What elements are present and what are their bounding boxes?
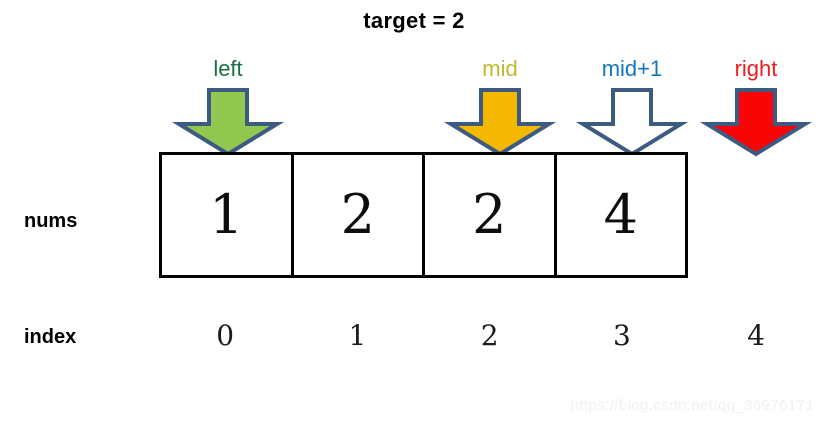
index-value: 1 — [348, 319, 367, 352]
pointer-arrow-right-icon — [699, 88, 813, 157]
pointer-arrow-left-icon — [171, 88, 285, 157]
index-value: 2 — [480, 319, 499, 352]
watermark: https://blog.csdn.net/qq_36976171 — [570, 397, 814, 414]
row-label-nums: nums — [24, 210, 78, 232]
index-value: 0 — [216, 319, 235, 352]
index-value: 3 — [612, 319, 631, 352]
pointer-label-right: right — [734, 56, 778, 81]
nums-array: 1 2 2 4 — [159, 152, 688, 278]
array-cell: 4 — [603, 183, 638, 246]
pointer-label-mid-plus-1: mid+1 — [601, 56, 663, 81]
pointer-arrow-mid-plus-1-icon — [575, 88, 689, 157]
row-label-index: index — [24, 326, 77, 348]
array-cell: 2 — [294, 155, 425, 275]
pointer-arrow-mid-icon — [443, 88, 557, 157]
pointer-label-left: left — [213, 56, 243, 81]
index-value: 4 — [747, 319, 765, 352]
pointer-label-mid: mid — [482, 56, 518, 81]
page-title: target = 2 — [363, 8, 465, 33]
array-cell: 1 — [162, 155, 294, 275]
array-cell: 2 — [425, 155, 557, 275]
